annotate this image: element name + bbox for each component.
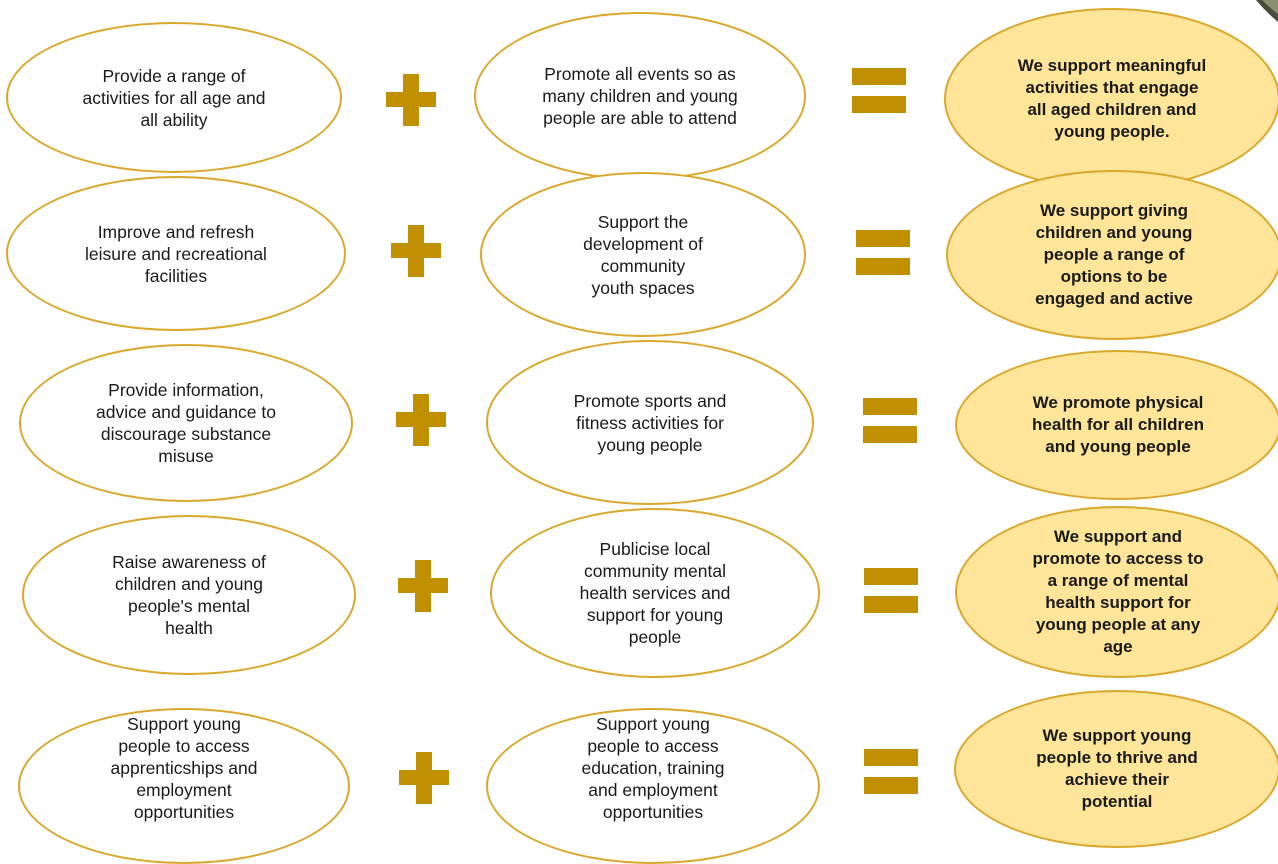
middle-ellipse-text: Support the development of community you…	[583, 211, 703, 298]
left-ellipse-4: Raise awareness of children and young pe…	[22, 515, 356, 675]
left-ellipse-text: Provide a range of activities for all ag…	[82, 65, 266, 130]
equals-icon	[864, 749, 918, 794]
equals-icon	[864, 568, 918, 613]
plus-icon	[398, 560, 448, 612]
middle-ellipse-1: Promote all events so as many children a…	[474, 12, 806, 180]
middle-ellipse-text: Support young people to access education…	[581, 714, 725, 822]
result-ellipse-text: We support young people to thrive and ac…	[1036, 726, 1198, 811]
equals-icon	[852, 68, 906, 113]
left-ellipse-1: Provide a range of activities for all ag…	[6, 22, 342, 173]
middle-ellipse-5: Support young people to access education…	[486, 708, 820, 864]
middle-ellipse-text: Promote sports and fitness activities fo…	[573, 390, 727, 455]
middle-ellipse-3: Promote sports and fitness activities fo…	[486, 340, 814, 505]
plus-icon	[391, 225, 441, 277]
plus-icon	[396, 394, 446, 446]
left-ellipse-text: Raise awareness of children and young pe…	[112, 552, 266, 638]
plus-icon	[386, 74, 436, 126]
equals-icon	[856, 230, 910, 275]
result-ellipse-1: We support meaningful activities that en…	[944, 8, 1278, 190]
result-ellipse-text: We support and promote to access to a ra…	[1032, 527, 1204, 656]
left-ellipse-text: Improve and refresh leisure and recreati…	[85, 221, 267, 286]
middle-ellipse-text: Promote all events so as many children a…	[542, 64, 738, 128]
result-ellipse-5: We support young people to thrive and ac…	[954, 690, 1278, 848]
corner-decoration	[1256, 0, 1278, 22]
left-ellipse-3: Provide information, advice and guidance…	[19, 344, 353, 502]
middle-ellipse-4: Publicise local community mental health …	[490, 508, 820, 678]
result-ellipse-4: We support and promote to access to a ra…	[955, 506, 1278, 678]
result-ellipse-text: We promote physical health for all child…	[1032, 393, 1204, 456]
result-ellipse-text: We support giving children and young peo…	[1035, 201, 1193, 308]
equals-icon	[863, 398, 917, 443]
result-ellipse-2: We support giving children and young peo…	[946, 170, 1278, 340]
result-ellipse-text: We support meaningful activities that en…	[1017, 56, 1207, 141]
left-ellipse-text: Provide information, advice and guidance…	[96, 380, 276, 466]
middle-ellipse-text: Publicise local community mental health …	[579, 539, 731, 647]
middle-ellipse-2: Support the development of community you…	[480, 172, 806, 337]
left-ellipse-2: Improve and refresh leisure and recreati…	[6, 176, 346, 331]
plus-icon	[399, 752, 449, 804]
result-ellipse-3: We promote physical health for all child…	[955, 350, 1278, 500]
left-ellipse-5: Support young people to access apprentic…	[18, 708, 350, 864]
left-ellipse-text: Support young people to access apprentic…	[110, 714, 258, 822]
